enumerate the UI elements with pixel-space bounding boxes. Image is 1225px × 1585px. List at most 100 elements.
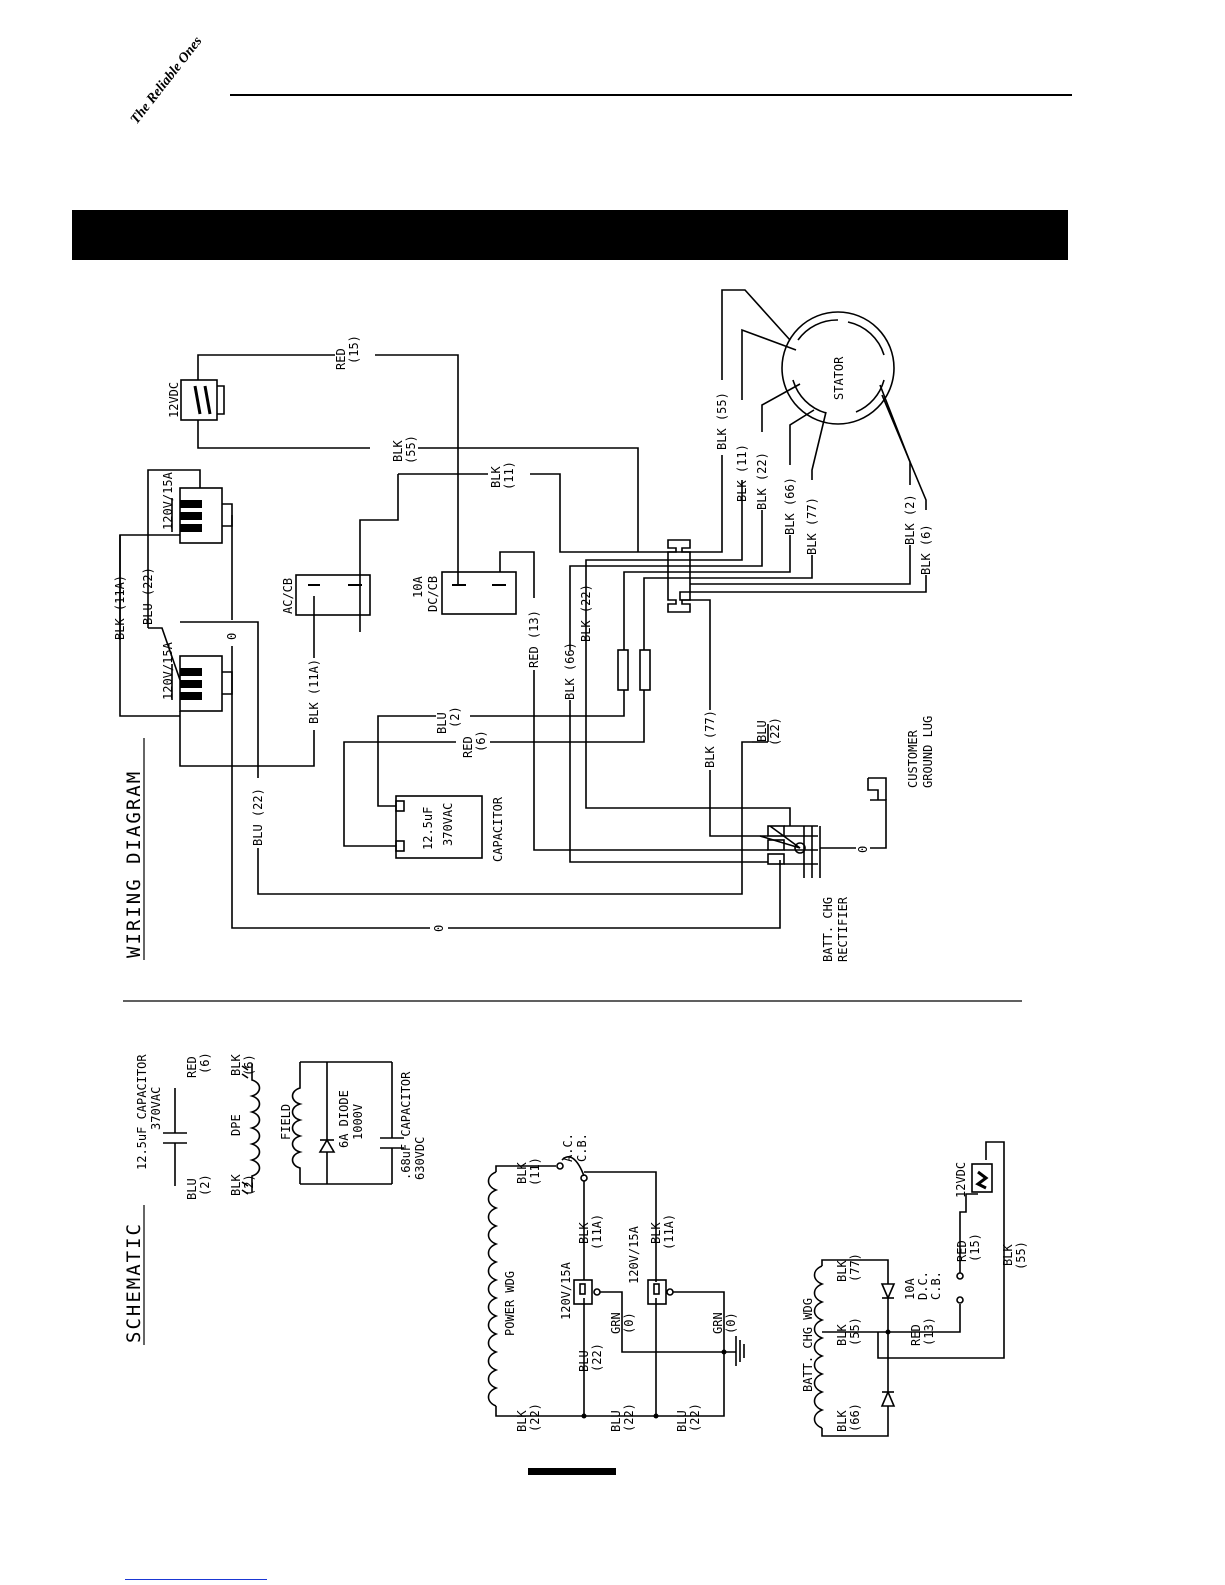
sch-blu22-c: BLU (675, 1410, 689, 1432)
ac-cb-label: AC/CB (281, 578, 295, 614)
capacitor-label: CAPACITOR (491, 796, 505, 862)
sch-red15-num: (15) (968, 1233, 982, 1262)
wire-label-blu22-right-num: (22) (768, 717, 782, 746)
sch-rec1: 120V/15A (559, 1261, 573, 1320)
sch-grn2-num: (0) (724, 1312, 738, 1334)
wire-label-stator-6: BLK (6) (919, 524, 933, 575)
sch-blu2-num: (2) (198, 1174, 212, 1196)
sch-accb-a: A.C. (561, 1133, 575, 1162)
sch-diode-voltage: 1000V (351, 1104, 365, 1140)
sch-blk55-s: BLK (835, 1324, 849, 1346)
schematic-field-diode: FIELD 6A DIODE 1000V .68uF CAPACITOR 630… (279, 1061, 427, 1185)
sch-blk22-num: (22) (528, 1403, 542, 1432)
sch-diode: 6A DIODE (337, 1090, 351, 1148)
wire-label-blk55: BLK (391, 440, 405, 462)
wire-label-red13: RED (13) (527, 610, 541, 668)
receptacle-top-label: 120V/15A (161, 471, 175, 530)
sch-blk11a-1: BLK (577, 1222, 591, 1244)
stator: STATOR (781, 311, 895, 425)
dc-outlet-label: 12VDC (167, 382, 181, 418)
sch-red: RED (185, 1056, 199, 1078)
sch-blk55-s-num: (55) (848, 1317, 862, 1346)
receptacle-top: 120V/15A (161, 471, 233, 544)
wire-label-stator-55: BLK (55) (715, 392, 729, 450)
wire-label-red15: RED (334, 348, 348, 370)
ground-lug-label-2: GROUND LUG (921, 716, 935, 788)
schematic-power-circuit: POWER WDG BLK (11) A.C. C.B. BLK (11A) B… (487, 1133, 745, 1432)
rectifier-label-1: BATT. CHG (821, 897, 835, 962)
dc-circuit-breaker: 10A DC/CB (411, 571, 517, 615)
capacitor-value: 12.5uF (421, 807, 435, 850)
wire-label-red6: RED (461, 736, 475, 758)
header-rule (230, 94, 1072, 96)
sch-blk11-num: (11) (528, 1157, 542, 1186)
wiring-diagram-title: WIRING DIAGRAM (123, 770, 145, 958)
sch-blu22-a: BLU (577, 1350, 591, 1372)
sch-rec2: 120V/15A (627, 1225, 641, 1284)
sch-red13-num: (13) (922, 1317, 936, 1346)
sch-blk55-num: (55) (1014, 1241, 1028, 1270)
capacitor-voltage: 370VAC (441, 803, 455, 846)
wire-label-blu2: BLU (435, 712, 449, 734)
sch-dccb-a: 10A (903, 1278, 917, 1300)
sch-red15: RED (955, 1240, 969, 1262)
wire-label-stator-77: BLK (77) (805, 497, 819, 555)
ac-circuit-breaker: AC/CB (281, 574, 371, 616)
wire-label-red15-num: (15) (347, 335, 361, 364)
wire-label-zero-b: 0 (432, 925, 446, 932)
wire-label-blk77-mid: BLK (77) (703, 710, 717, 768)
sch-grn2: GRN (711, 1312, 725, 1334)
ground-lug: CUSTOMER GROUND LUG (867, 716, 935, 800)
wire-label-blk22-mid: BLK (22) (579, 584, 593, 642)
ground-lug-label-1: CUSTOMER (906, 729, 920, 788)
sch-red13: RED (909, 1324, 923, 1346)
sch-blu2: BLU (185, 1178, 199, 1200)
rectifier-label-2: RECTIFIER (836, 896, 850, 962)
sch-blk6-num: (6) (242, 1054, 256, 1076)
sch-blk6: BLK (229, 1054, 243, 1076)
sch-blk77: BLK (835, 1260, 849, 1282)
sch-red-num: (6) (198, 1052, 212, 1074)
sch-cap68-voltage: 630VDC (413, 1137, 427, 1180)
section-header-bar (72, 210, 1068, 260)
footer-line (125, 1579, 267, 1580)
wire-label-red6-num: (6) (474, 730, 488, 752)
wire-label-blk66-mid: BLK (66) (563, 642, 577, 700)
sch-blk2: BLK (229, 1174, 243, 1196)
inline-connector-2 (639, 649, 651, 691)
sch-cap68: .68uF CAPACITOR (399, 1071, 413, 1180)
wire-label-stator-2: BLK (2) (903, 494, 917, 545)
sch-cap-voltage: 370VAC (149, 1087, 163, 1130)
sch-blk66-num: (66) (848, 1403, 862, 1432)
wire-label-blu22-left: BLU (22) (141, 567, 155, 625)
wire-label-blu22-bottom: BLU (22) (251, 788, 265, 846)
sch-blu22-a-num: (22) (590, 1343, 604, 1372)
sch-dccb-c: C.B. (929, 1271, 943, 1300)
stator-label: STATOR (832, 356, 846, 400)
capacitor: 12.5uF 370VAC CAPACITOR (395, 795, 505, 862)
wire-label-blu22-right: BLU (755, 720, 769, 742)
receptacle-bottom-label: 120V/15A (161, 641, 175, 700)
wire-label-blk55-num: (55) (404, 435, 418, 464)
schematic-capacitor-dpe: 12.5uF CAPACITOR 370VAC RED (6) BLK (6) … (135, 1052, 261, 1200)
sch-blk11a-2: BLK (649, 1222, 663, 1244)
sch-blu22-c-num: (22) (688, 1403, 702, 1432)
sch-batt-wdg: BATT. CHG WDG (801, 1298, 815, 1392)
sch-grn1-num: (0) (622, 1312, 636, 1334)
sch-blk55: BLK (1001, 1244, 1015, 1266)
wire-label-stator-22: BLK (22) (755, 452, 769, 510)
schematic-battery-circuit: 12VDC RED (15) BLK (55) BATT. CHG WDG BL… (801, 1141, 1028, 1437)
sch-field: FIELD (279, 1104, 293, 1140)
sch-blk22: BLK (515, 1410, 529, 1432)
sch-dc12: 12VDC (954, 1162, 968, 1198)
sch-blu22-b: BLU (609, 1410, 623, 1432)
sch-blk2-num: (2) (242, 1174, 256, 1196)
sch-dccb-b: D.C. (916, 1271, 930, 1300)
sch-grn1: GRN (609, 1312, 623, 1334)
sch-blk11a-1-num: (11A) (590, 1214, 604, 1250)
dc-outlet: 12VDC (167, 379, 225, 421)
dc-cb-label-1: 10A (411, 576, 425, 598)
sch-blk66: BLK (835, 1410, 849, 1432)
battery-charge-rectifier: BATT. CHG RECTIFIER (759, 825, 850, 962)
